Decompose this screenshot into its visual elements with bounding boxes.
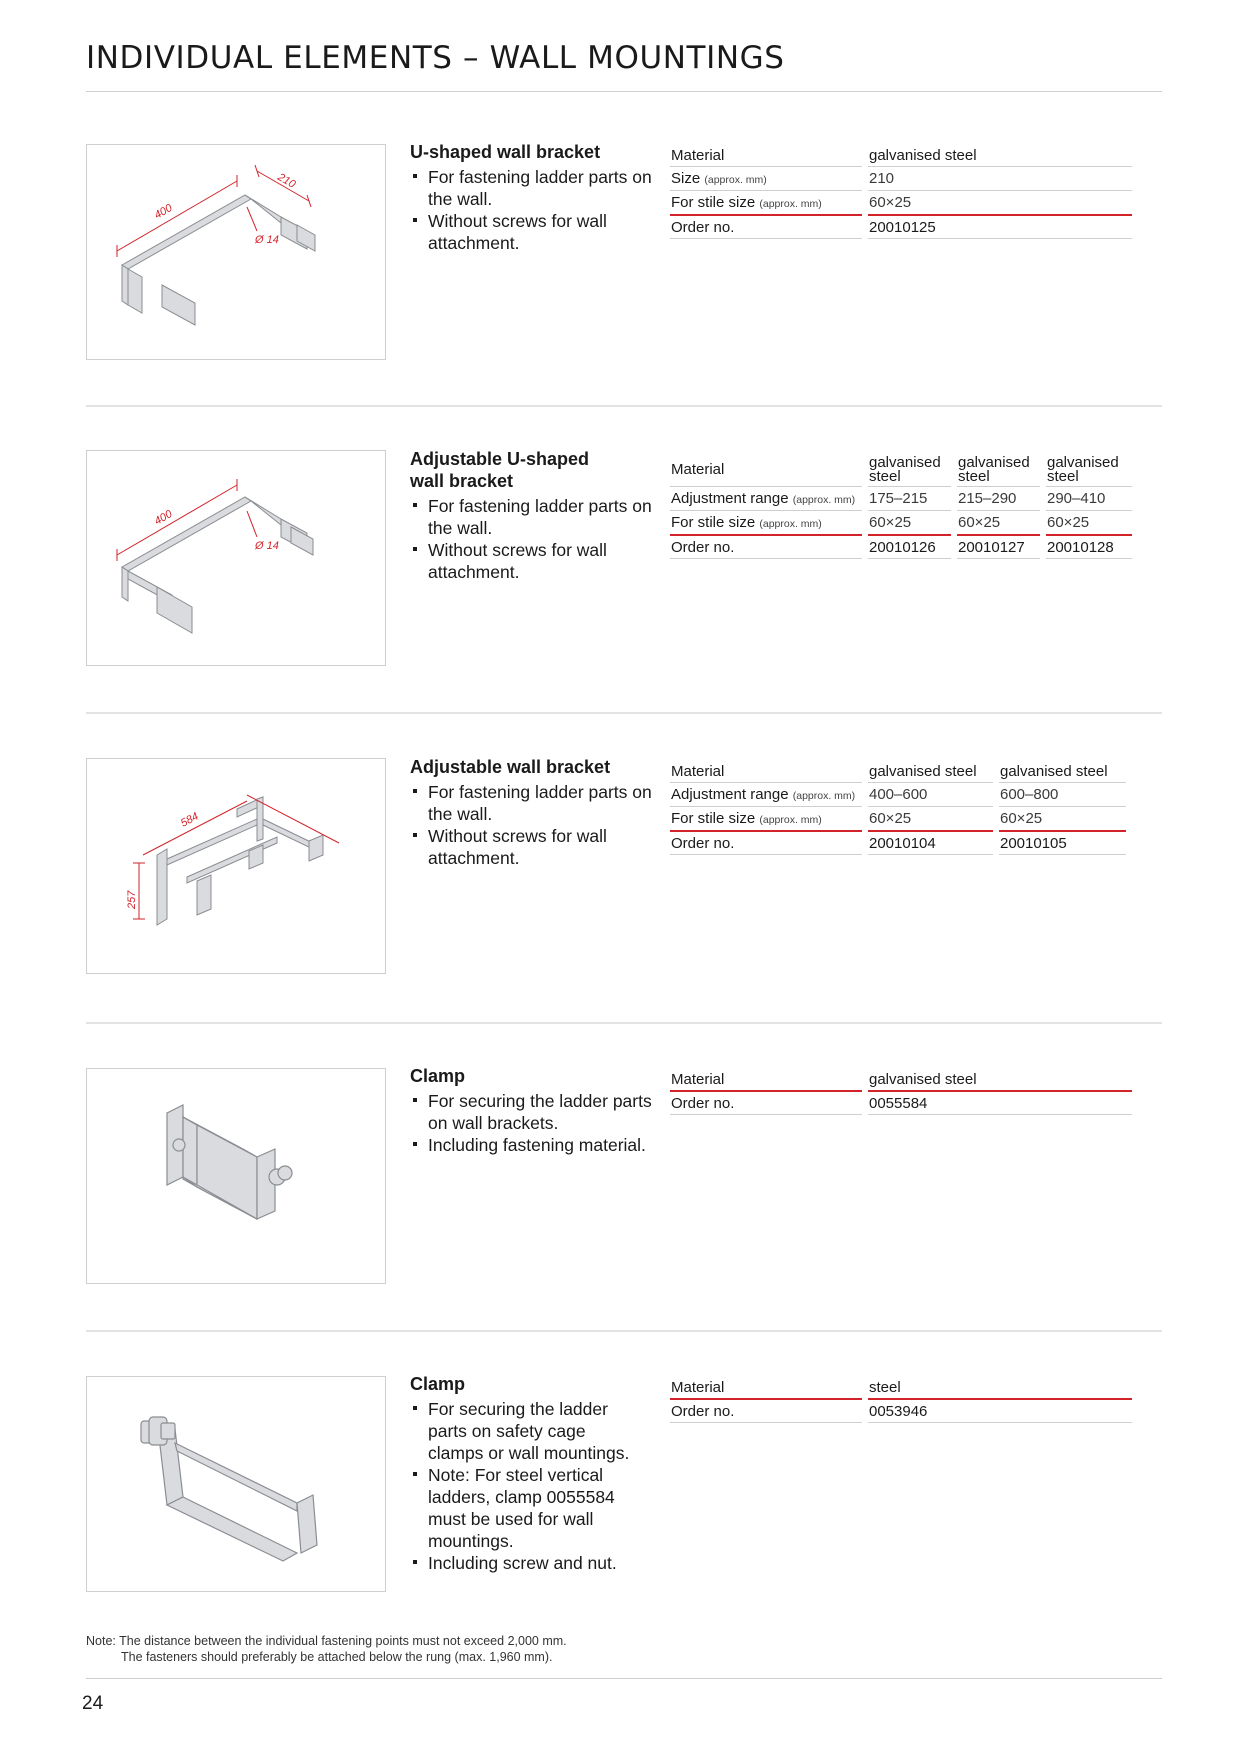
order-number: 0053946 xyxy=(868,1400,1132,1423)
spec-value: galvanised steel xyxy=(1046,452,1132,487)
footnote-line: The fasteners should preferably be attac… xyxy=(121,1650,553,1664)
spec-value: 175–215 xyxy=(868,487,951,511)
spec-value: 60×25 xyxy=(999,807,1126,832)
order-number: 20010104 xyxy=(868,832,993,855)
spec-label-range: Adjustment range (approx. mm) xyxy=(670,783,862,807)
spec-label-material: Material xyxy=(670,1068,862,1092)
product-title: Adjustable U-shaped wall bracket xyxy=(410,449,590,491)
product-5-description: Clamp For securing the ladder parts on s… xyxy=(410,1373,670,1574)
product-3-description: Adjustable wall bracket For fastening la… xyxy=(410,756,670,869)
dim-hole: Ø 14 xyxy=(254,234,279,246)
spec-label-order: Order no. xyxy=(670,832,862,855)
page-title: INDIVIDUAL ELEMENTS – WALL MOUNTINGS xyxy=(86,40,785,76)
product-2-image: 400 Ø 14 xyxy=(86,450,386,666)
spec-value: galvanised steel xyxy=(957,452,1040,487)
product-1-description: U-shaped wall bracket For fastening ladd… xyxy=(410,141,670,254)
order-number: 20010126 xyxy=(868,536,951,559)
spec-label-order: Order no. xyxy=(670,1400,862,1423)
product-5-spec-table: Material steel Order no. 0053946 xyxy=(670,1376,1132,1423)
bullet-item: Without screws for wall attachment. xyxy=(410,825,670,869)
spec-label-material: Material xyxy=(670,452,862,487)
spec-label-stile: For stile size (approx. mm) xyxy=(670,807,862,832)
bullet-item: Including screw and nut. xyxy=(410,1552,640,1574)
spec-value: galvanised steel xyxy=(868,760,993,783)
spec-value: 60×25 xyxy=(957,511,1040,536)
bullet-item: For securing the ladder parts on safety … xyxy=(410,1398,640,1464)
product-4-image xyxy=(86,1068,386,1284)
order-number: 20010105 xyxy=(999,832,1126,855)
spec-value: 60×25 xyxy=(868,807,993,832)
spec-value: 600–800 xyxy=(999,783,1126,807)
footnote-line: Note: The distance between the individua… xyxy=(86,1634,567,1648)
bullet-item: Including fastening material. xyxy=(410,1134,670,1156)
spec-label-order: Order no. xyxy=(670,216,862,239)
product-2-description: Adjustable U-shaped wall bracket For fas… xyxy=(410,448,670,583)
product-title: Clamp xyxy=(410,1374,466,1394)
product-2-spec-table: Material galvanised steel galvanised ste… xyxy=(670,452,1132,559)
dim-hole: Ø 14 xyxy=(254,540,279,552)
spec-value: 60×25 xyxy=(868,191,1132,216)
section-divider xyxy=(86,712,1162,714)
spec-value: 215–290 xyxy=(957,487,1040,511)
spec-label-stile: For stile size (approx. mm) xyxy=(670,511,862,536)
product-title: Adjustable wall bracket xyxy=(410,757,611,777)
section-divider xyxy=(86,1330,1162,1332)
order-number: 0055584 xyxy=(868,1092,1132,1115)
spec-value: 60×25 xyxy=(1046,511,1132,536)
section-divider xyxy=(86,405,1162,407)
spec-value: 290–410 xyxy=(1046,487,1132,511)
page-number: 24 xyxy=(82,1693,104,1714)
spec-value: galvanised steel xyxy=(868,1068,1132,1092)
order-number: 20010128 xyxy=(1046,536,1132,559)
spec-label-material: Material xyxy=(670,760,862,783)
product-4-description: Clamp For securing the ladder parts on w… xyxy=(410,1065,670,1156)
product-title: Clamp xyxy=(410,1066,466,1086)
spec-value: galvanised steel xyxy=(999,760,1126,783)
bullet-item: For fastening ladder parts on the wall. xyxy=(410,166,670,210)
bullet-item: For securing the ladder parts on wall br… xyxy=(410,1090,670,1134)
spec-label-material: Material xyxy=(670,144,862,167)
bullet-item: Note: For steel vertical ladders, clamp … xyxy=(410,1464,640,1552)
spec-label-stile: For stile size (approx. mm) xyxy=(670,191,862,216)
spec-value: 210 xyxy=(868,167,1132,191)
product-3-spec-table: Material galvanised steel galvanised ste… xyxy=(670,760,1126,855)
spec-label-order: Order no. xyxy=(670,1092,862,1115)
spec-label-material: Material xyxy=(670,1376,862,1400)
spec-label-order: Order no. xyxy=(670,536,862,559)
bullet-item: Without screws for wall attachment. xyxy=(410,539,670,583)
dim-length: 400 xyxy=(153,508,176,528)
spec-value: 60×25 xyxy=(868,511,951,536)
product-3-image: 584 257 xyxy=(86,758,386,974)
spec-value: galvanised steel xyxy=(868,452,951,487)
spec-value: 400–600 xyxy=(868,783,993,807)
footnote: Note: The distance between the individua… xyxy=(86,1633,567,1665)
spec-value: galvanised steel xyxy=(868,144,1132,167)
product-title: U-shaped wall bracket xyxy=(410,142,601,162)
bullet-item: Without screws for wall attachment. xyxy=(410,210,670,254)
order-number: 20010125 xyxy=(868,216,1132,239)
section-divider xyxy=(86,1022,1162,1024)
product-5-image xyxy=(86,1376,386,1592)
spec-label-range: Adjustment range (approx. mm) xyxy=(670,487,862,511)
order-number: 20010127 xyxy=(957,536,1040,559)
spec-label-size: Size (approx. mm) xyxy=(670,167,862,191)
product-1-image: 400 210 Ø 14 xyxy=(86,144,386,360)
dim-height: 257 xyxy=(126,890,138,910)
title-divider xyxy=(86,91,1162,92)
bullet-item: For fastening ladder parts on the wall. xyxy=(410,781,670,825)
product-1-spec-table: Material galvanised steel Size (approx. … xyxy=(670,144,1132,239)
footer-divider xyxy=(86,1678,1162,1679)
bullet-item: For fastening ladder parts on the wall. xyxy=(410,495,670,539)
spec-value: steel xyxy=(868,1376,1132,1400)
product-4-spec-table: Material galvanised steel Order no. 0055… xyxy=(670,1068,1132,1115)
